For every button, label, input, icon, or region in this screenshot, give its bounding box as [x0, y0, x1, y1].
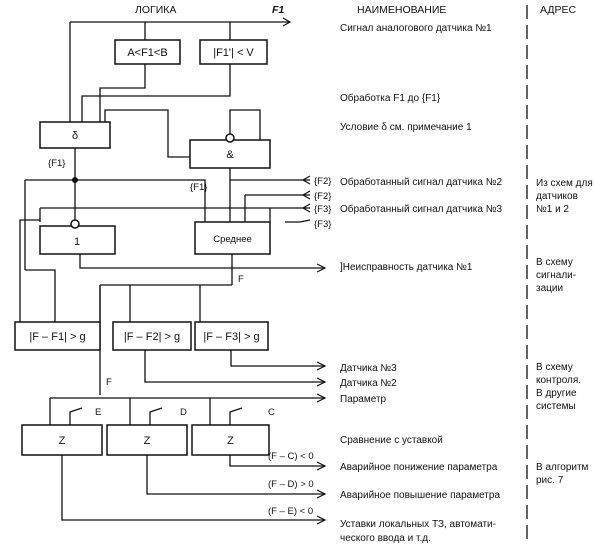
cmp-e-label: (F – E) < 0 [268, 506, 313, 517]
f1-brace-mid: {F1} [190, 182, 207, 193]
range-check-label: A<F1<B [127, 47, 167, 59]
z1-arrow [316, 515, 327, 525]
name-condition-delta: Условие δ см. примечание 1 [340, 122, 472, 133]
setpoint-e-tick [69, 407, 83, 425]
addr-from-schemes-2: датчиков [536, 191, 578, 202]
z2-label: Z [144, 435, 151, 447]
dev3-arrow [316, 361, 327, 371]
name-dev2: Датчика №2 [340, 378, 397, 389]
dev3-output [230, 350, 325, 367]
f2-label-b: {F2} [314, 191, 331, 202]
dev1-feedback [19, 219, 40, 322]
dev3-box [194, 321, 269, 351]
addr-control-3: В другие [536, 388, 577, 399]
f3-label-b: {F3} [314, 219, 331, 230]
dev2-output [144, 350, 325, 383]
fault-output-arrow [316, 263, 327, 273]
addr-algorithm-1: В алгоритм [536, 462, 589, 473]
name-low-alarm: Аварийное понижение параметра [340, 462, 498, 473]
setpoint-e-label: E [95, 407, 101, 418]
average-label: Среднее [213, 234, 252, 245]
one-gate-inversion [70, 219, 80, 229]
z2-arrow [316, 489, 327, 499]
rate-check-label: |F1'| < V [213, 47, 254, 59]
z1-label: Z [59, 435, 66, 447]
z3-arrow [316, 461, 327, 471]
z3-label: Z [227, 435, 234, 447]
f1-to-dev1 [25, 269, 56, 322]
name-dev3: Датчика №3 [340, 363, 397, 374]
dev2-label: |F – F2| > g [124, 331, 180, 343]
dev2-box [112, 321, 192, 351]
name-sensor2: Обработанный сигнал датчика №2 [340, 176, 502, 188]
name-high-alarm: Аварийное повышение параметра [340, 490, 500, 501]
f3-input-b [285, 219, 311, 223]
dev2-arrow [316, 377, 327, 387]
setpoint-c-label: C [268, 407, 275, 418]
addr-control-2: контроля. [536, 375, 581, 386]
addr-signal-3: зации [536, 283, 563, 294]
dev1-box [14, 321, 101, 351]
addr-signal-2: сигнали- [536, 270, 576, 281]
addr-signal-1: В схему [536, 257, 573, 268]
rate-to-delta [81, 64, 231, 122]
and-gate-inversion [225, 133, 235, 143]
f2-label-a: {F2} [314, 176, 331, 187]
parameter-to-z [49, 398, 211, 425]
addr-control-1: В схему [536, 362, 573, 373]
setpoint-c-tick [229, 407, 243, 425]
header-naming: НАИМЕНОВАНИЕ [357, 4, 446, 16]
addr-from-schemes-3: №1 и 2 [536, 204, 569, 215]
header-logic: ЛОГИКА [135, 4, 176, 16]
f3-label-a: {F3} [314, 204, 331, 215]
name-compare: Сравнение с уставкой [340, 435, 443, 446]
f2-arrow-b [301, 190, 311, 200]
setpoint-d-label: D [180, 407, 187, 418]
and-gate-label: & [226, 149, 234, 161]
name-processing: Обработка F1 до {F1} [340, 92, 441, 104]
f3-arrow-a [301, 203, 311, 213]
cmp-d-label: (F – D) > 0 [268, 479, 314, 490]
name-analog-sensor: Сигнал аналогового датчика №1 [340, 23, 492, 34]
name-sensor3: Обработанный сигнал датчика №3 [340, 203, 502, 215]
cmp-c-label: (F – C) < 0 [268, 451, 314, 462]
name-fault: ]Неисправность датчика №1 [340, 262, 473, 273]
range-to-delta [99, 64, 146, 122]
one-gate-label: 1 [74, 236, 80, 248]
f1-to-average [25, 179, 206, 222]
addr-algorithm-2: рис. 7 [536, 475, 564, 486]
dev1-label: |F – F1| > g [29, 331, 85, 343]
f-bus-label: F [238, 274, 244, 285]
addr-from-schemes-1: Из схем для [536, 178, 593, 189]
name-setpoints-line2: ческого ввода и т.д. [340, 533, 431, 544]
delta-label: δ [72, 130, 78, 142]
f1-brace-left: {F1} [48, 158, 65, 169]
delta-box [39, 121, 111, 149]
fault-output-line [79, 254, 325, 269]
addr-control-4: системы [536, 401, 576, 412]
and-gate-feedback [229, 109, 261, 140]
z1-box [21, 424, 103, 456]
delta-to-and [104, 109, 190, 158]
setpoint-d-tick [149, 407, 163, 425]
z2-output [146, 455, 325, 495]
dev3-label: |F – F3| > g [203, 331, 259, 343]
name-parameter: Параметр [340, 394, 387, 405]
parameter-arrow [316, 393, 327, 403]
z3-output [229, 455, 325, 467]
header-address: АДРЕС [540, 4, 576, 16]
z1-output [61, 455, 325, 521]
f-to-deviation [99, 285, 201, 322]
f-bus-label-2: F [106, 377, 112, 388]
range-check-box [114, 39, 181, 65]
input-f1-arrow [282, 17, 292, 27]
rate-check-box [199, 39, 268, 65]
average-box [194, 221, 271, 255]
f2-arrow-a [301, 175, 311, 185]
name-setpoints-line1: Уставки локальных ТЗ, автомати- [340, 519, 496, 530]
header-signal-f1: F1 [272, 4, 284, 16]
